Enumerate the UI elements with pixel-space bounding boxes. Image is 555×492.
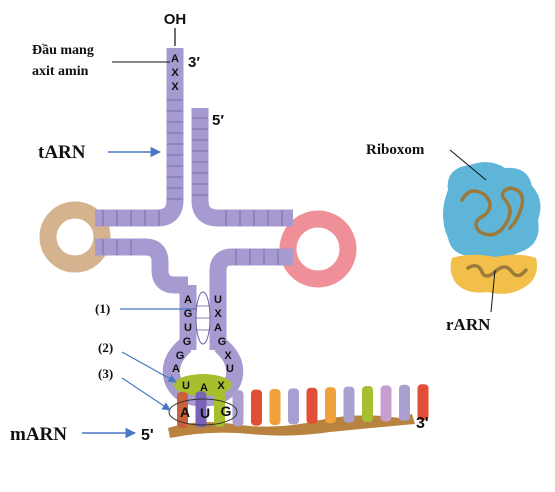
mrna-base: [417, 384, 429, 421]
mrna-base: [380, 385, 392, 422]
stem-left-base-6: A: [172, 363, 180, 375]
stem-right-base-3: A: [214, 322, 222, 334]
anticodon-highlight: [174, 374, 232, 396]
five-prime-top-label: 5′: [212, 112, 224, 129]
mrna-base: [232, 390, 244, 427]
stem-left-base-5: G: [176, 350, 185, 362]
rrna-pointer: [490, 269, 496, 313]
ribosome: [443, 162, 541, 294]
stem-left-base-3: U: [184, 322, 192, 334]
ref-label-2: (2): [98, 340, 113, 355]
mrna-base: [269, 389, 281, 425]
mrna-bases: [177, 384, 429, 428]
amino-acid-end-label-line2: axit amin: [32, 64, 89, 79]
stem-left-base-4: G: [183, 336, 192, 348]
mrna-base: [325, 387, 336, 424]
stem-left-base-2: G: [184, 308, 193, 320]
stem-right-base-2: X: [214, 308, 222, 320]
stem-left-base-1: A: [184, 294, 192, 306]
trna-3prime-strand: [95, 48, 184, 227]
trna-t-arm-lower: [209, 248, 293, 285]
trna-right-loop: [279, 210, 357, 288]
anticodon-base-1: U: [182, 380, 190, 392]
mrna-base: [362, 386, 373, 422]
rrna-strand-upper: [460, 186, 525, 237]
codon-base-3: G: [221, 403, 232, 419]
ribosome-large-subunit: [443, 162, 541, 259]
trna-5prime-strand: [191, 108, 293, 227]
trna-label: tARN: [38, 142, 86, 163]
mrna-base: [251, 389, 262, 426]
mrna-5prime-label: 5': [141, 427, 154, 444]
mrna-label: mARN: [10, 424, 67, 445]
ref-pointer-2: [121, 351, 177, 383]
codon-base-2: U: [200, 405, 210, 421]
stem-right-base-1: U: [214, 294, 222, 306]
trna-d-arm-lower: [95, 238, 188, 294]
mrna-base: [399, 384, 410, 421]
mrna-base: [306, 387, 318, 424]
trna-segment-ticks: [102, 99, 283, 265]
ref-label-3: (3): [98, 366, 113, 381]
acceptor-base-1: A: [171, 53, 179, 65]
amino-acid-end-label-line1: Đầu mang: [32, 43, 94, 58]
mrna-3prime-label: 3': [416, 415, 429, 432]
stem-right-base-4: G: [218, 336, 227, 348]
ref-pointer-3: [121, 377, 171, 411]
ribosome-pointer: [449, 149, 487, 181]
codon-base-1: A: [180, 404, 190, 420]
trna-molecule: [39, 48, 357, 407]
rrna-label: rARN: [446, 315, 491, 334]
mrna-base: [288, 388, 299, 425]
mrna-base: [343, 386, 355, 423]
stem-right-base-6: U: [226, 363, 234, 375]
acceptor-base-3: X: [171, 81, 179, 93]
acceptor-base-2: X: [171, 67, 179, 79]
ribosome-label: Riboxom: [366, 142, 425, 158]
anticodon-base-3: X: [217, 380, 225, 392]
three-prime-top-label: 3′: [188, 54, 200, 71]
ref-label-1: (1): [95, 301, 110, 316]
mrna-strand: [168, 384, 429, 438]
oh-label: OH: [164, 11, 187, 28]
codon-marker: [168, 398, 238, 426]
stem-right-base-5: X: [224, 350, 232, 362]
mrna-base: [195, 391, 207, 428]
trna-left-loop: [39, 201, 111, 273]
anticodon-base-2: A: [200, 382, 208, 394]
